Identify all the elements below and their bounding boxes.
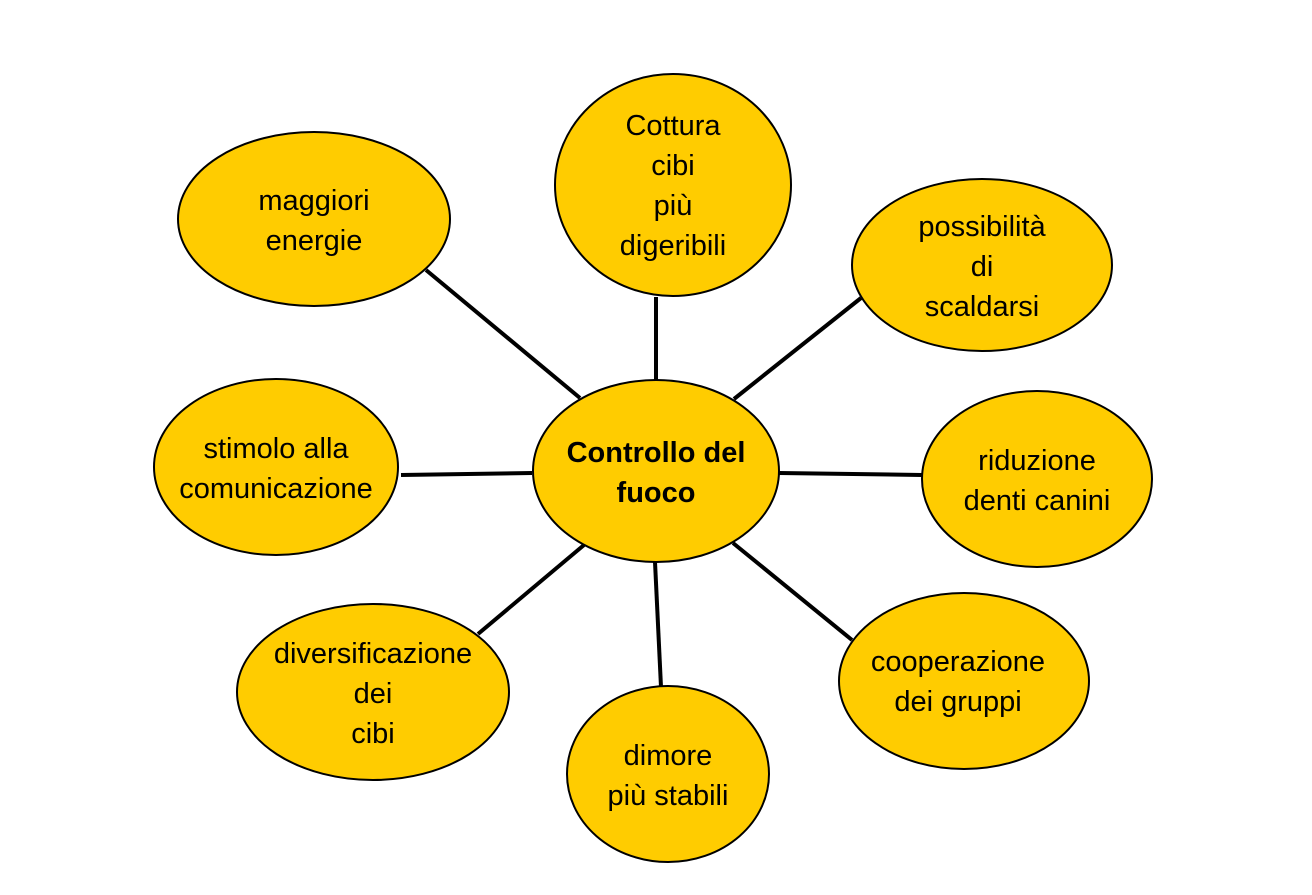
node-denti: riduzione denti canini bbox=[921, 390, 1153, 568]
connector-energie bbox=[424, 268, 582, 400]
node-comunicazione-label-line: stimolo alla bbox=[203, 433, 349, 465]
center-node-label-line: Controllo del bbox=[567, 437, 746, 469]
node-denti-ellipse bbox=[921, 390, 1153, 568]
node-cottura: Cottura cibi più digeribili bbox=[554, 73, 792, 297]
node-denti-label-line: denti canini bbox=[964, 485, 1111, 517]
node-scaldarsi-label-line: di bbox=[971, 251, 994, 283]
node-dimore-label-line: più stabili bbox=[608, 780, 729, 812]
node-scaldarsi: possibilità di scaldarsi bbox=[851, 178, 1113, 352]
node-dimore-label-line: dimore bbox=[624, 740, 713, 772]
node-cottura-label-line: Cottura bbox=[625, 110, 721, 142]
node-diversificazione-label-line: dei bbox=[354, 678, 393, 710]
center-node-ellipse bbox=[532, 379, 780, 563]
center-node-label-line: fuoco bbox=[617, 477, 696, 509]
connector-dimore bbox=[653, 561, 663, 688]
node-energie-label-line: energie bbox=[266, 225, 363, 257]
node-scaldarsi-ellipse bbox=[851, 178, 1113, 352]
node-comunicazione: stimolo alla comunicazione bbox=[153, 378, 399, 556]
node-comunicazione-ellipse bbox=[153, 378, 399, 556]
node-diversificazione: diversificazione dei cibi bbox=[236, 603, 510, 781]
node-cooperazione: cooperazione dei gruppi bbox=[838, 592, 1090, 770]
node-cottura-label-line: più bbox=[654, 190, 693, 222]
node-cottura-label-line: digeribili bbox=[620, 230, 726, 262]
nodes: Controllo del fuoco Cottura cibi più digeribi… bbox=[153, 73, 1153, 863]
connector-diversificazione bbox=[476, 543, 586, 636]
node-scaldarsi-label-line: possibilità bbox=[918, 211, 1046, 243]
node-cooperazione-label-line: dei gruppi bbox=[894, 686, 1021, 718]
node-comunicazione-label-line: comunicazione bbox=[179, 473, 372, 505]
node-cottura-label-line: cibi bbox=[651, 150, 695, 182]
node-diversificazione-label-line: diversificazione bbox=[274, 638, 472, 670]
connector-comunicazione bbox=[400, 471, 533, 477]
node-scaldarsi-label-line: scaldarsi bbox=[925, 291, 1039, 323]
node-cooperazione-label-line: cooperazione bbox=[871, 646, 1045, 678]
node-diversificazione-ellipse bbox=[236, 603, 510, 781]
center-node: Controllo del fuoco bbox=[532, 379, 780, 563]
node-energie-ellipse bbox=[177, 131, 451, 307]
node-cottura-ellipse bbox=[554, 73, 792, 297]
connector-cooperazione bbox=[731, 541, 854, 642]
node-energie: maggiori energie bbox=[177, 131, 451, 307]
node-denti-label-line: riduzione bbox=[978, 445, 1096, 477]
node-energie-label-line: maggiori bbox=[258, 185, 369, 217]
connector-denti bbox=[778, 471, 923, 477]
node-dimore-ellipse bbox=[566, 685, 770, 863]
node-cooperazione-ellipse bbox=[838, 592, 1090, 770]
node-diversificazione-label-line: cibi bbox=[351, 718, 395, 750]
connector-scaldarsi bbox=[732, 296, 863, 401]
node-dimore: dimore più stabili bbox=[566, 685, 770, 863]
connectors bbox=[400, 268, 923, 688]
